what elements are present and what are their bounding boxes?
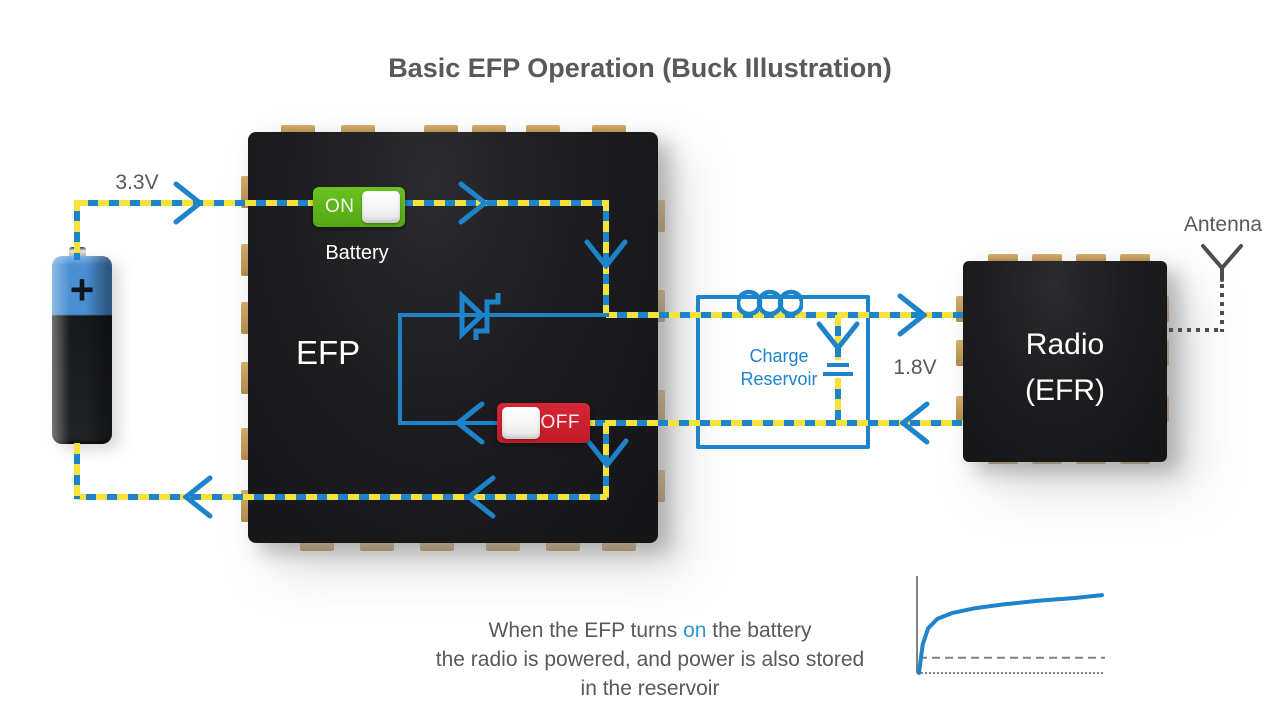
battery-switch-caption: Battery — [325, 242, 389, 264]
radio-chip — [963, 261, 1167, 462]
radio-chip-label-line2: (EFR) — [1025, 374, 1105, 407]
flow-arrow-right-icon — [897, 293, 927, 337]
caption-line1-part2: the battery — [706, 619, 812, 642]
output-voltage-label: 1.8V — [893, 356, 937, 379]
caption-line-2: the radio is powered, and power is also … — [435, 648, 865, 671]
chip-pad — [546, 540, 580, 551]
charge-curve-chart — [916, 576, 1105, 675]
antenna-feed-line-horizontal — [1169, 328, 1223, 332]
chip-pad — [241, 490, 251, 522]
chip-pad — [956, 340, 965, 366]
chip-pad — [241, 302, 251, 334]
chip-pad — [655, 390, 665, 422]
chip-pad — [341, 125, 375, 135]
return-switch-off-label: OFF — [540, 412, 580, 433]
chip-pad — [472, 125, 506, 135]
flow-arrow-left-icon — [466, 475, 496, 519]
chip-pad — [526, 125, 560, 135]
charge-reservoir-label: Charge Reservoir — [706, 345, 852, 391]
wire-output-1v8 — [606, 312, 963, 318]
chip-pad — [424, 125, 458, 135]
flow-arrow-right-icon — [173, 181, 203, 225]
flow-arrow-down-icon — [584, 239, 628, 269]
caption-highlight: on — [683, 619, 707, 642]
chip-pad — [602, 540, 636, 551]
chip-pad — [360, 540, 394, 551]
chip-pad — [486, 540, 520, 551]
chip-pad — [281, 125, 315, 135]
battery-cell — [52, 256, 112, 444]
flow-arrow-down-icon — [816, 321, 860, 351]
antenna-label: Antenna — [1183, 213, 1263, 236]
flow-arrow-left-icon — [183, 475, 213, 519]
wire-battery-negative — [74, 443, 80, 499]
capacitor-plate-bottom — [823, 372, 853, 376]
wire-capacitor-top — [835, 315, 841, 360]
chip-pad — [1120, 254, 1150, 263]
radio-chip-label-line1: Radio — [1025, 328, 1105, 361]
flow-arrow-left-icon — [455, 401, 485, 445]
chip-pad — [1076, 254, 1106, 263]
chip-pad — [420, 540, 454, 551]
caption-line1-part1: When the EFP turns — [488, 619, 684, 642]
wire-bottom-return — [75, 494, 607, 500]
chip-pad — [988, 254, 1018, 263]
wire-return-1v8 — [584, 420, 963, 426]
chip-pad — [655, 470, 665, 502]
battery-switch-on-label: ON — [325, 196, 355, 217]
wire-loop-left — [398, 313, 402, 425]
return-switch-off-knob[interactable] — [502, 407, 540, 439]
battery-switch-on-knob[interactable] — [362, 191, 400, 223]
chip-pad — [592, 125, 626, 135]
chip-pad — [241, 176, 251, 208]
battery-switch-on[interactable]: ON — [313, 187, 405, 227]
chip-pad — [241, 362, 251, 394]
capacitor-plate-top — [827, 363, 849, 367]
antenna-feed-line-vertical — [1220, 284, 1224, 332]
radio-chip-label: Radio (EFR) — [963, 322, 1167, 414]
chip-pad — [956, 296, 965, 322]
charge-reservoir-label-line2: Reservoir — [740, 369, 818, 389]
chip-pad — [655, 200, 665, 232]
charge-reservoir-label-line1: Charge — [749, 346, 809, 366]
wire-battery-positive — [74, 200, 80, 260]
chip-pad — [956, 396, 965, 422]
efp-chip-label: EFP — [296, 334, 361, 371]
wire-off-branch — [400, 421, 504, 425]
flow-arrow-left-icon — [900, 401, 930, 445]
wire-capacitor-bottom — [835, 378, 841, 423]
return-switch-off[interactable]: OFF — [497, 403, 590, 443]
diode-icon — [459, 290, 501, 340]
charge-curve — [917, 593, 1104, 675]
flow-arrow-right-icon — [458, 181, 488, 225]
wire-diode-branch — [400, 313, 609, 317]
chip-pad — [1032, 254, 1062, 263]
chip-pad — [241, 428, 251, 460]
chip-pad — [241, 244, 251, 276]
caption-line-3: in the reservoir — [580, 677, 720, 700]
diagram-title: Basic EFP Operation (Buck Illustration) — [388, 53, 892, 83]
chip-pad — [300, 540, 334, 551]
input-voltage-label: 3.3V — [115, 171, 159, 194]
chip-pad — [655, 290, 665, 322]
diagram-caption: When the EFP turns on the battery the ra… — [380, 616, 920, 703]
flow-arrow-down-icon — [585, 438, 629, 468]
inductor-icon — [737, 289, 803, 317]
battery-plus-sign: + — [69, 266, 95, 313]
wire-efp-internal-down — [603, 200, 609, 317]
caption-line-1: When the EFP turns on the battery — [380, 616, 920, 645]
antenna-icon — [1201, 244, 1243, 282]
